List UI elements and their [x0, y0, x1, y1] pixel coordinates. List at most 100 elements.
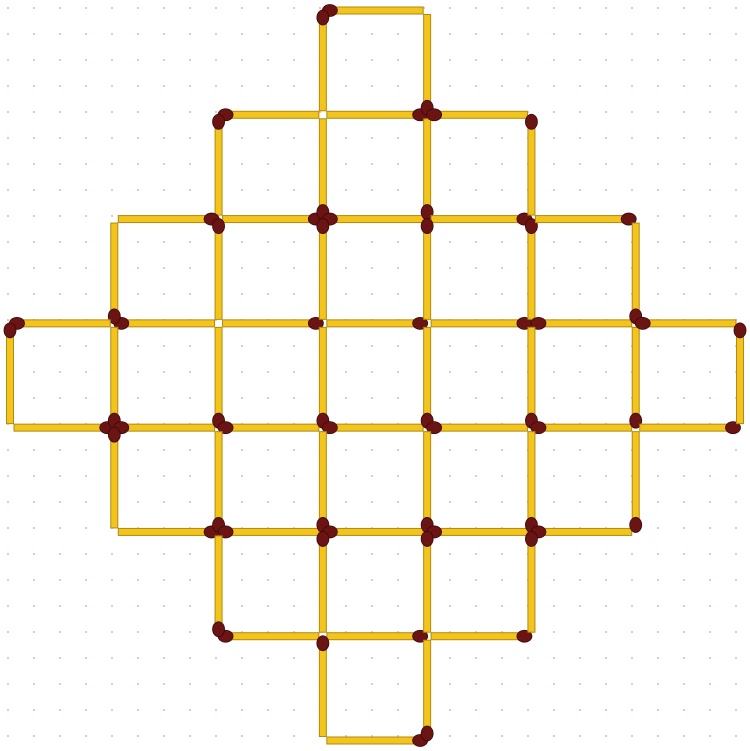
matchstick[interactable] [118, 213, 219, 225]
grid-dot [735, 527, 737, 529]
matchstick[interactable] [421, 327, 433, 428]
grid-dot [579, 657, 581, 659]
grid-dot [137, 475, 139, 477]
grid-dot [345, 189, 347, 191]
grid-dot [59, 605, 61, 607]
matchstick[interactable] [630, 327, 642, 428]
matchstick[interactable] [327, 109, 428, 121]
grid-dot [397, 59, 399, 61]
grid-dot [7, 241, 9, 243]
matchstick[interactable] [431, 213, 532, 225]
matchstick[interactable] [317, 531, 329, 632]
grid-dot [475, 657, 477, 659]
matchstick[interactable] [421, 531, 433, 632]
matchstick[interactable] [4, 323, 16, 424]
matchstick[interactable] [317, 327, 329, 428]
matchstick[interactable] [213, 432, 225, 533]
grid-dot [605, 7, 607, 9]
matchstick[interactable] [421, 219, 433, 320]
matchstick[interactable] [525, 531, 537, 632]
grid-dot [683, 657, 685, 659]
matchstick[interactable] [421, 119, 433, 220]
grid-dot [85, 111, 87, 113]
grid-dot [449, 189, 451, 191]
matchstick[interactable] [317, 219, 329, 320]
grid-dot [657, 657, 659, 659]
matchstick[interactable] [317, 432, 329, 533]
matchstick[interactable] [223, 213, 324, 225]
grid-dot [683, 293, 685, 295]
matchstick[interactable] [630, 432, 642, 533]
matchstick[interactable] [317, 636, 329, 737]
matchstick[interactable] [317, 119, 329, 220]
grid-dot [449, 657, 451, 659]
grid-dot [735, 215, 737, 217]
matchstick[interactable] [213, 536, 225, 637]
stick-body [424, 15, 431, 111]
grid-dot [293, 501, 295, 503]
matchstick[interactable] [531, 422, 632, 434]
matchstick[interactable] [108, 327, 120, 428]
grid-dot [111, 59, 113, 61]
matchstick[interactable] [322, 5, 423, 17]
grid-dot [241, 85, 243, 87]
matchstick[interactable] [14, 422, 115, 434]
matchstick[interactable] [421, 640, 433, 741]
grid-dot [137, 449, 139, 451]
matchstick[interactable] [525, 327, 537, 428]
matchstick[interactable] [213, 327, 225, 428]
matchstick[interactable] [630, 223, 642, 324]
matchstick[interactable] [327, 630, 428, 642]
matchstick[interactable] [108, 223, 120, 324]
grid-dot [683, 241, 685, 243]
matchstick[interactable] [635, 317, 736, 329]
matchstick[interactable] [427, 422, 528, 434]
matchstick[interactable] [213, 114, 225, 215]
matchstick[interactable] [223, 317, 324, 329]
matchstick[interactable] [427, 109, 528, 121]
grid-dot [527, 7, 529, 9]
matchstick[interactable] [525, 432, 537, 533]
grid-dot [33, 631, 35, 633]
grid-dot [293, 85, 295, 87]
grid-dot [33, 735, 35, 737]
grid-dot [449, 137, 451, 139]
grid-dot [709, 137, 711, 139]
matchstick[interactable] [421, 15, 433, 116]
matchstick[interactable] [118, 526, 219, 538]
matchstick[interactable] [322, 213, 423, 225]
matchstick[interactable] [531, 526, 632, 538]
grid-dot [709, 475, 711, 477]
grid-dot [33, 501, 35, 503]
grid-dot [85, 553, 87, 555]
grid-dot [241, 735, 243, 737]
matchstick[interactable] [327, 317, 428, 329]
matchstick[interactable] [531, 317, 632, 329]
matchstick[interactable] [317, 10, 329, 111]
matchstick[interactable] [108, 427, 120, 528]
grid-dot [7, 527, 9, 529]
grid-dot [241, 241, 243, 243]
grid-dot [371, 33, 373, 35]
matchstick[interactable] [734, 323, 746, 424]
matchstick[interactable] [640, 422, 741, 434]
matchstick[interactable] [421, 432, 433, 533]
matchstick[interactable] [327, 735, 428, 747]
matchstick[interactable] [535, 213, 636, 225]
matchstick[interactable] [431, 630, 532, 642]
grid-dot [345, 163, 347, 165]
grid-dot [293, 33, 295, 35]
grid-dot [553, 85, 555, 87]
grid-dot [579, 85, 581, 87]
grid-dot [449, 501, 451, 503]
grid-dot [683, 215, 685, 217]
matchstick[interactable] [213, 219, 225, 320]
grid-dot [111, 33, 113, 35]
matchstick[interactable] [525, 219, 537, 320]
matchstick[interactable] [431, 317, 532, 329]
grid-dot [709, 267, 711, 269]
matchstick[interactable] [218, 109, 319, 121]
grid-dot [709, 709, 711, 711]
grid-dot [371, 475, 373, 477]
stick-body [424, 432, 431, 528]
